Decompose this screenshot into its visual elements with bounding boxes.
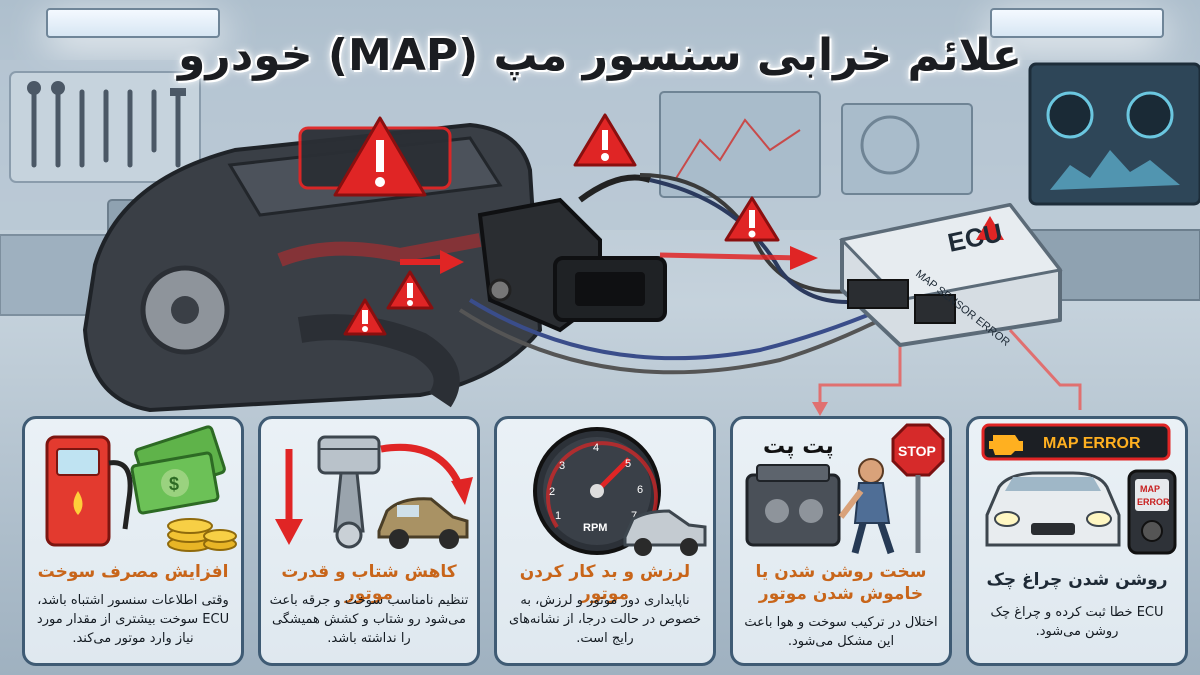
gauge-tick: 2	[549, 486, 555, 498]
piston-icon	[317, 435, 381, 549]
tool-board	[9, 71, 201, 183]
card-description: ناپایداری دور موتور و لرزش، به خصوص در ح…	[508, 593, 702, 646]
warning-triangles	[333, 113, 780, 336]
card-art: 1 2 3 4 5 6 7 RPM	[533, 427, 707, 556]
ceiling-lamp-right	[990, 8, 1164, 38]
card-art: $	[45, 425, 237, 552]
sensor-wires	[458, 173, 891, 375]
down-arrow-icon	[275, 449, 303, 545]
dash-error-label: MAP ERROR	[1043, 435, 1141, 452]
card-title: لرزش و بد کار کردن موتور	[519, 562, 691, 604]
card-acceleration: کاهش شتاب و قدرت موتور تنظیم نامناسب سوخ…	[258, 416, 480, 666]
gauge-tick: 6	[637, 484, 643, 496]
flow-arrows	[400, 246, 1082, 416]
card-description: ECU خطا ثبت کرده و چراغ چک روشن می‌شود.	[990, 605, 1164, 639]
tachometer-icon: 1 2 3 4 5 6 7 RPM	[533, 427, 661, 555]
old-car-icon	[377, 497, 469, 549]
page-title: علائم خرابی سنسور مپ (MAP) خودرو	[178, 30, 1022, 81]
ceiling-lamp-left	[46, 8, 220, 38]
card-title: افزایش مصرف سوخت	[37, 562, 229, 582]
gauge-tick: 4	[593, 442, 599, 454]
warning-icon	[343, 298, 387, 336]
curved-arrow-icon	[380, 443, 473, 505]
card-art: MAP ERROR MAP ERROR	[981, 423, 1177, 555]
check-engine-icon	[989, 435, 1023, 455]
card-art	[275, 435, 473, 549]
card-hard-start: پت پت STOP سخت روشن شدن یا خاموش شدن موت…	[730, 416, 952, 666]
gauge-tick: 5	[625, 458, 631, 470]
card-description: وقتی اطلاعات سنسور اشتباه باشد، ECU سوخت…	[36, 593, 230, 646]
scanner-line2: ERROR	[1137, 497, 1170, 507]
stop-sign-label: STOP	[898, 443, 936, 459]
engine-block-icon	[745, 464, 841, 547]
scene-illustration: ECU MAP SENSOR ERROR	[0, 60, 1200, 416]
small-car-icon	[623, 509, 707, 556]
svg-text:$: $	[169, 474, 179, 494]
gauge-tick: 7	[631, 510, 637, 522]
fuel-pump-icon	[45, 435, 133, 547]
rpm-label: RPM	[583, 522, 607, 534]
scanner-line1: MAP	[1140, 484, 1160, 494]
warning-icon	[333, 116, 427, 197]
card-rough-idle: 1 2 3 4 5 6 7 RPM لرزش و بد کار کردن موت…	[494, 416, 716, 666]
stop-sign-icon: STOP	[891, 423, 945, 553]
card-fuel-consumption: $ افزایش مصرف سوخت وقتی اطلاعات سنسور اش…	[22, 416, 244, 666]
gauge-tick: 3	[559, 460, 565, 472]
card-description: اختلال در ترکیب سوخت و هوا باعث این مشکل…	[744, 615, 938, 649]
ecu-unit: ECU MAP SENSOR ERROR	[839, 203, 1063, 349]
card-art: پت پت STOP	[745, 423, 945, 555]
card-title: روشن شدن چراغ چک	[986, 570, 1168, 590]
person-icon	[838, 458, 895, 555]
card-check-engine: MAP ERROR MAP ERROR روشن شدن چراغ چک ECU…	[966, 416, 1188, 666]
warning-icon	[573, 113, 637, 167]
gauge-tick: 1	[555, 510, 561, 522]
car-front-icon	[985, 471, 1121, 547]
dash-error-banner: MAP ERROR	[981, 423, 1171, 461]
warning-icon	[386, 270, 434, 310]
card-title: سخت روشن شدن یا خاموش شدن موتور	[755, 562, 927, 604]
money-stack-icon: $	[130, 425, 226, 515]
sound-text: پت پت	[763, 434, 834, 459]
card-description: تنظیم نامناسب سوخت و جرقه باعث می‌شود رو…	[269, 593, 469, 646]
card-title: کاهش شتاب و قدرت موتور	[281, 562, 457, 604]
coins-icon	[167, 518, 237, 552]
warning-icon	[724, 196, 780, 242]
obd-scanner-icon: MAP ERROR	[1127, 469, 1177, 555]
map-sensor	[477, 174, 667, 333]
background-monitors	[659, 62, 1200, 301]
